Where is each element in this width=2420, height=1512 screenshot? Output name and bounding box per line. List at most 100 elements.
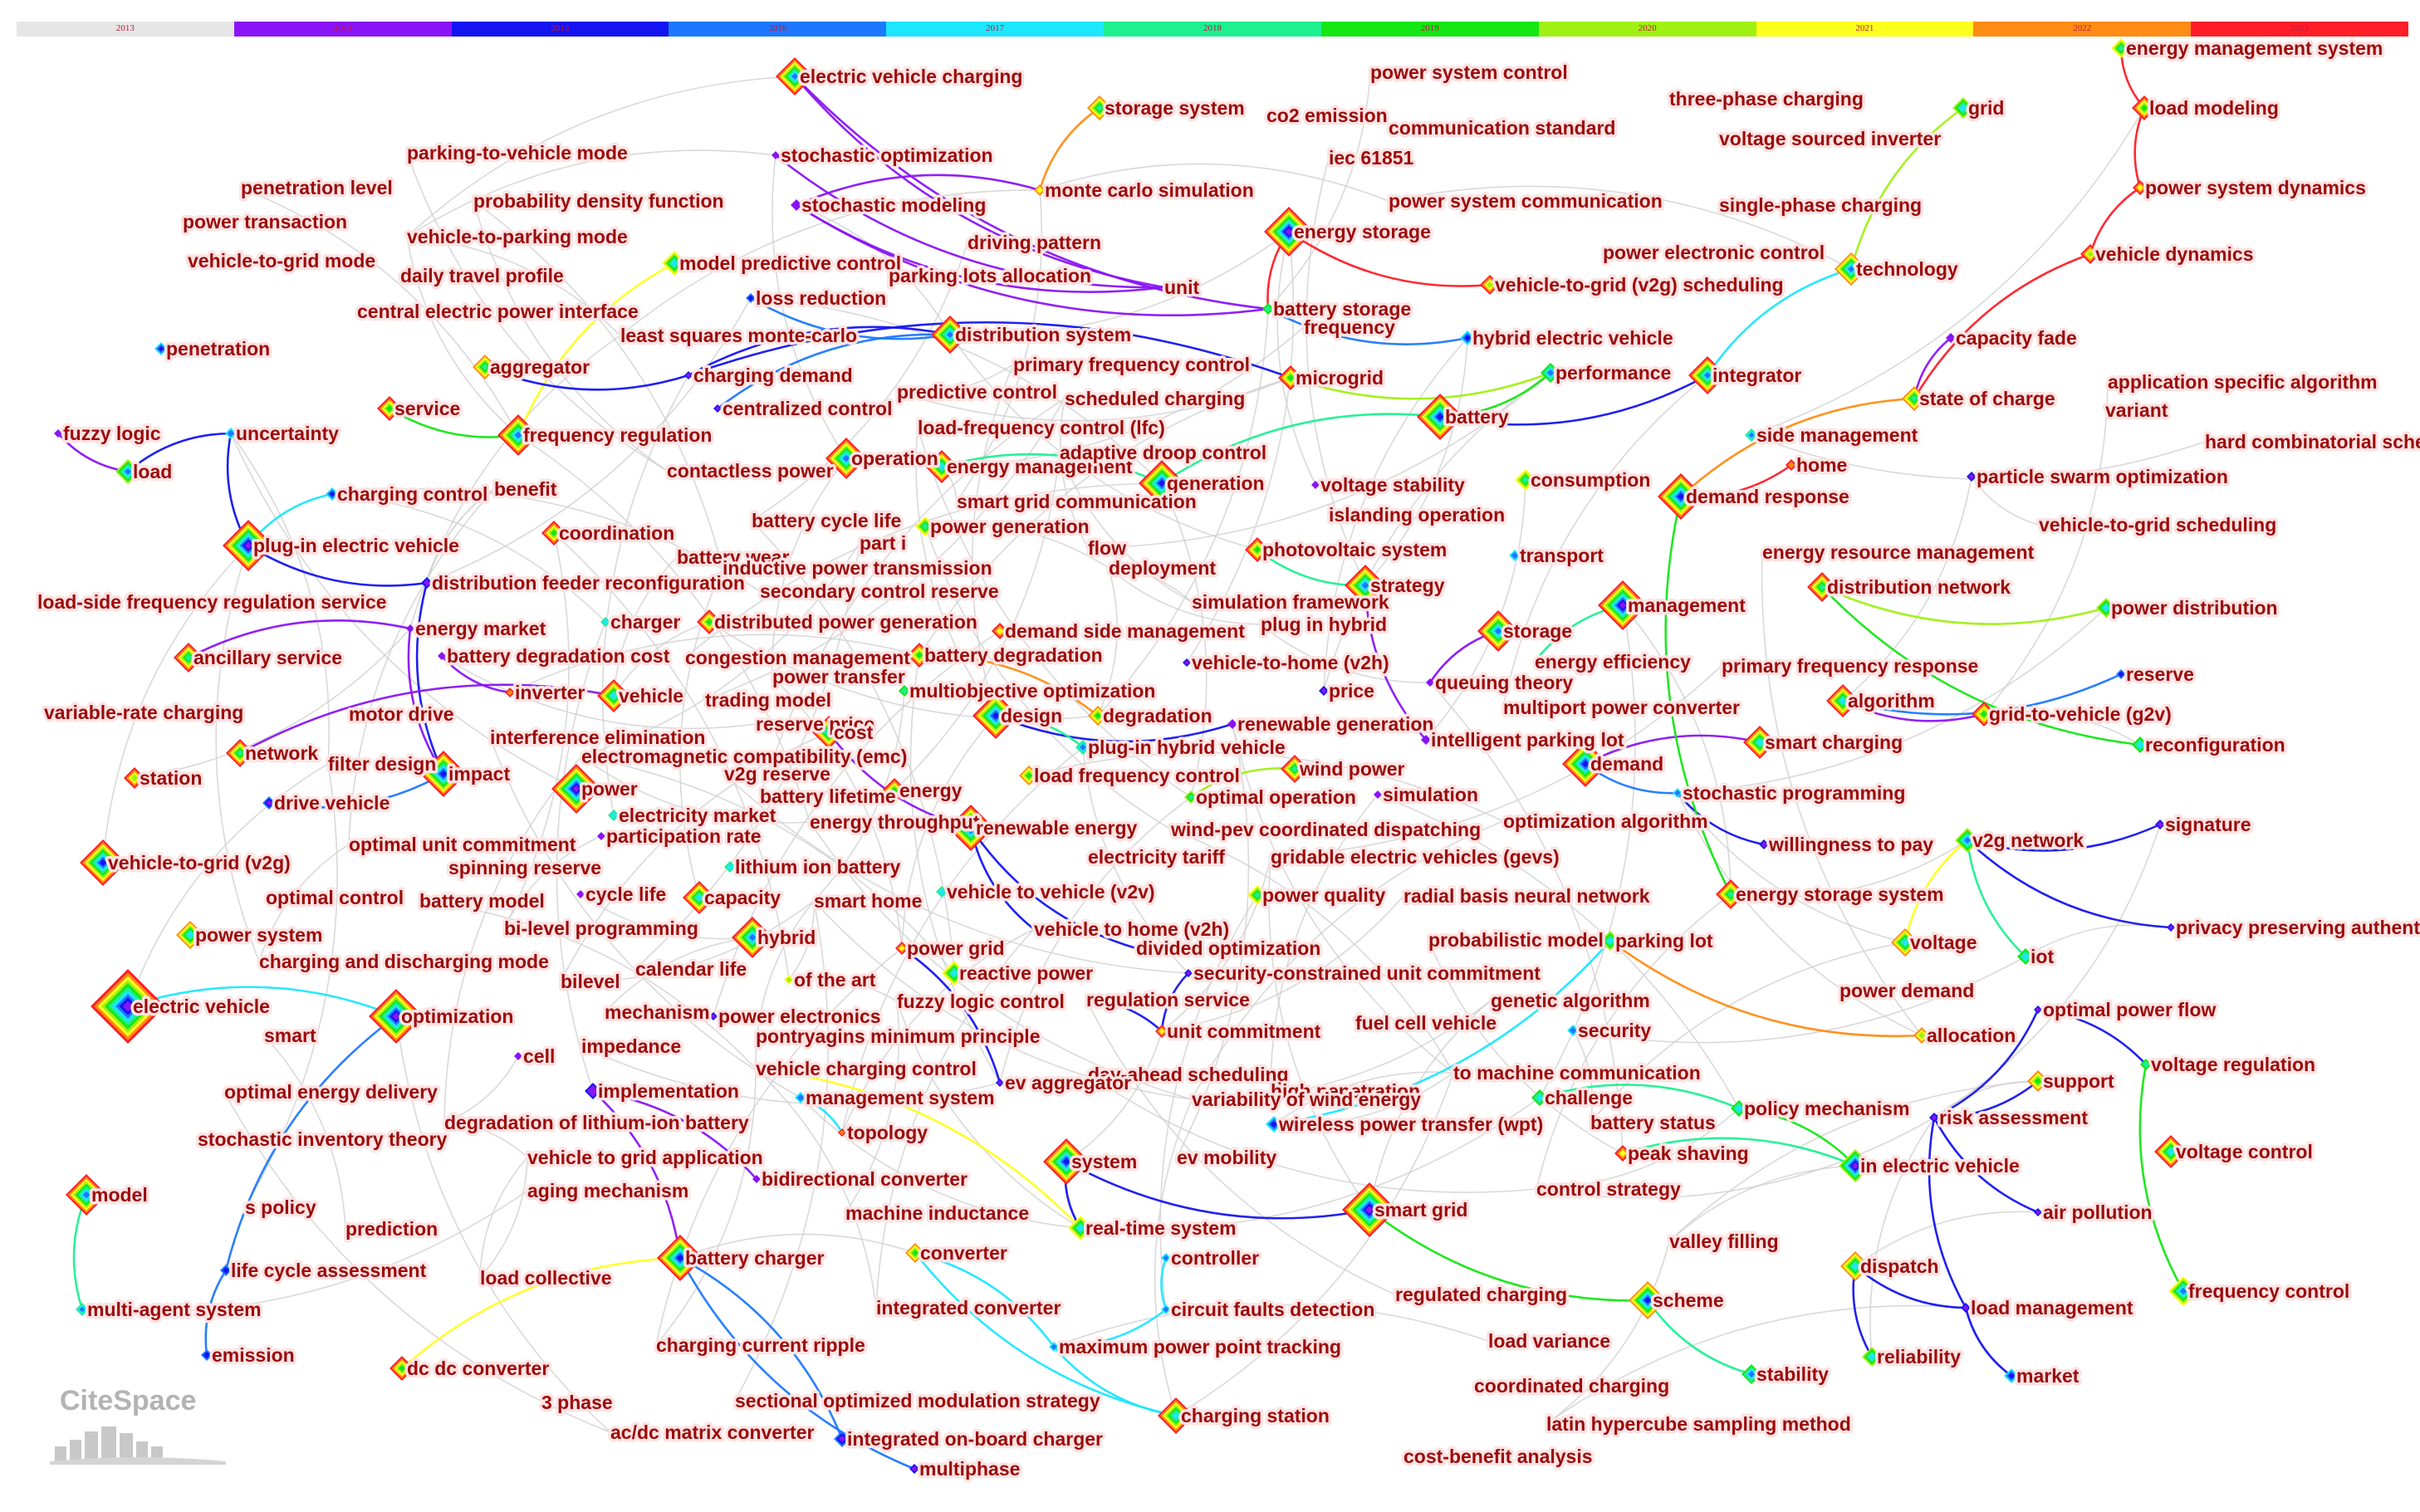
keyword-node[interactable] (1075, 740, 1090, 755)
keyword-node[interactable] (1515, 469, 1536, 491)
keyword-node[interactable] (1688, 356, 1727, 394)
keyword-node[interactable] (1891, 928, 1919, 957)
keyword-node[interactable] (154, 342, 168, 355)
keyword-node[interactable] (1480, 275, 1500, 295)
keyword-node[interactable] (1417, 394, 1463, 440)
keyword-node[interactable] (882, 778, 907, 803)
keyword-node[interactable] (608, 810, 620, 821)
keyword-node[interactable] (2167, 923, 2175, 932)
keyword-node[interactable] (438, 652, 446, 660)
keyword-node[interactable] (124, 767, 145, 789)
keyword-node[interactable] (905, 1243, 925, 1263)
keyword-node[interactable] (2004, 1368, 2019, 1383)
keyword-node[interactable] (2027, 1070, 2049, 1092)
keyword-node[interactable] (1345, 565, 1386, 606)
keyword-node[interactable] (1759, 839, 1769, 849)
keyword-node[interactable] (1786, 459, 1797, 471)
keyword-node[interactable] (2034, 1208, 2042, 1216)
keyword-node[interactable] (1716, 879, 1746, 909)
keyword-node[interactable] (1531, 1089, 1548, 1106)
keyword-node[interactable] (1227, 719, 1237, 729)
keyword-node[interactable] (1955, 828, 1980, 853)
keyword-node[interactable] (1600, 931, 1620, 951)
keyword-node[interactable] (1658, 473, 1704, 520)
keyword-node[interactable] (421, 577, 433, 589)
keyword-node[interactable] (1049, 1342, 1059, 1352)
keyword-node[interactable] (80, 839, 126, 886)
keyword-node[interactable] (2155, 820, 2165, 829)
keyword-node[interactable] (220, 1265, 232, 1276)
keyword-node[interactable] (54, 429, 62, 438)
keyword-node[interactable] (2132, 95, 2157, 120)
keyword-node[interactable] (1068, 1216, 1093, 1240)
keyword-node[interactable] (1567, 1025, 1579, 1036)
keyword-node[interactable] (895, 942, 909, 955)
keyword-node[interactable] (713, 404, 722, 413)
keyword-node[interactable] (377, 396, 402, 421)
keyword-node[interactable] (1840, 1251, 1870, 1281)
keyword-node[interactable] (576, 890, 585, 898)
keyword-node[interactable] (1266, 1116, 1282, 1133)
keyword-node[interactable] (1509, 550, 1521, 561)
keyword-node[interactable] (915, 516, 935, 536)
keyword-node[interactable] (1034, 184, 1046, 196)
keyword-node[interactable] (1961, 1303, 1971, 1313)
keyword-node[interactable] (996, 1079, 1004, 1087)
keyword-node[interactable] (223, 520, 274, 571)
keyword-node[interactable] (931, 316, 969, 354)
keyword-node[interactable] (772, 151, 780, 159)
keyword-node[interactable] (597, 832, 605, 840)
keyword-node[interactable] (76, 1303, 89, 1316)
keyword-node[interactable] (1184, 790, 1198, 804)
keyword-node[interactable] (732, 917, 773, 958)
keyword-node[interactable] (2096, 598, 2116, 618)
keyword-node[interactable] (176, 921, 204, 949)
keyword-node[interactable] (1087, 95, 1112, 120)
keyword-node[interactable] (1745, 428, 1758, 442)
keyword-node[interactable] (1247, 885, 1267, 905)
keyword-node[interactable] (1972, 702, 1996, 727)
keyword-node[interactable] (683, 881, 716, 914)
keyword-node[interactable] (697, 609, 722, 634)
keyword-node[interactable] (2017, 948, 2034, 965)
keyword-node[interactable] (420, 751, 467, 797)
keyword-node[interactable] (657, 1235, 703, 1281)
keyword-node[interactable] (1264, 207, 1314, 257)
keyword-node[interactable] (1088, 706, 1108, 726)
keyword-node[interactable] (1952, 97, 1974, 119)
keyword-node[interactable] (1743, 726, 1776, 759)
keyword-node[interactable] (1245, 537, 1270, 562)
keyword-node[interactable] (2034, 1006, 2042, 1014)
keyword-node[interactable] (551, 764, 601, 814)
keyword-node[interactable] (600, 617, 610, 627)
keyword-node[interactable] (389, 1356, 414, 1381)
keyword-node[interactable] (936, 886, 948, 898)
keyword-node[interactable] (1421, 735, 1431, 745)
keyword-node[interactable] (752, 1175, 761, 1183)
keyword-node[interactable] (746, 293, 756, 303)
keyword-node[interactable] (942, 961, 967, 986)
keyword-node[interactable] (174, 643, 203, 673)
keyword-node[interactable] (2116, 669, 2126, 679)
keyword-node[interactable] (909, 1464, 919, 1474)
keyword-node[interactable] (326, 487, 339, 501)
keyword-node[interactable] (1019, 766, 1039, 785)
keyword-node[interactable] (907, 643, 932, 668)
keyword-node[interactable] (262, 796, 276, 810)
keyword-node[interactable] (2133, 180, 2148, 195)
keyword-node[interactable] (1426, 678, 1434, 687)
keyword-node[interactable] (1929, 1113, 1939, 1123)
keyword-node[interactable] (2140, 1059, 2152, 1070)
keyword-node[interactable] (709, 1012, 718, 1020)
keyword-node[interactable] (1278, 365, 1303, 390)
keyword-node[interactable] (1731, 1100, 1747, 1117)
keyword-node[interactable] (1342, 1182, 1397, 1237)
keyword-node[interactable] (791, 199, 802, 211)
keyword-node[interactable] (1946, 333, 1956, 343)
keyword-node[interactable] (91, 969, 165, 1044)
keyword-node[interactable] (1839, 1149, 1872, 1182)
keyword-node[interactable] (795, 1092, 806, 1103)
keyword-node[interactable] (1807, 572, 1837, 602)
keyword-node[interactable] (838, 1128, 846, 1137)
keyword-node[interactable] (369, 989, 424, 1044)
